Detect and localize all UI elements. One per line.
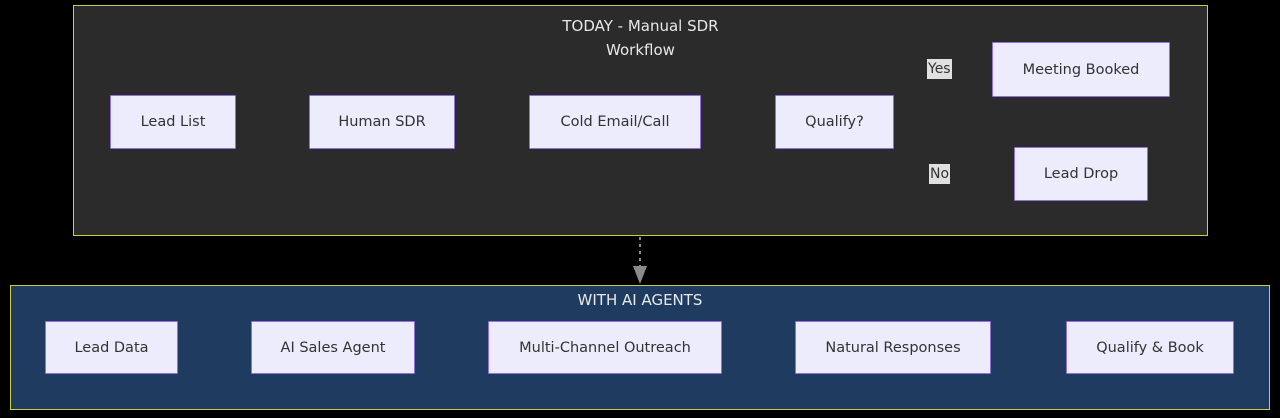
subgraph-ai-agents-title: WITH AI AGENTS — [577, 291, 703, 309]
node-human-sdr-label: Human SDR — [338, 114, 426, 130]
node-lead-list[interactable]: Lead List — [110, 95, 236, 149]
node-multi-channel-outreach[interactable]: Multi-Channel Outreach — [488, 321, 722, 374]
node-natural-responses-label: Natural Responses — [825, 339, 961, 356]
node-cold-email-call[interactable]: Cold Email/Call — [529, 95, 701, 149]
node-human-sdr[interactable]: Human SDR — [309, 95, 455, 149]
node-ai-sales-agent-label: AI Sales Agent — [280, 339, 386, 356]
node-meeting-booked[interactable]: Meeting Booked — [992, 42, 1170, 97]
node-lead-list-label: Lead List — [140, 114, 206, 130]
node-lead-data-label: Lead Data — [74, 339, 149, 356]
node-qualify-and-book-label: Qualify & Book — [1096, 339, 1204, 356]
node-natural-responses[interactable]: Natural Responses — [795, 321, 991, 374]
node-lead-data[interactable]: Lead Data — [45, 321, 178, 374]
node-qualify-and-book[interactable]: Qualify & Book — [1066, 321, 1234, 374]
node-lead-drop[interactable]: Lead Drop — [1014, 147, 1148, 201]
node-qualify[interactable]: Qualify? — [775, 95, 894, 149]
node-qualify-label: Qualify? — [805, 114, 864, 130]
node-cold-email-call-label: Cold Email/Call — [560, 114, 670, 130]
subgraph-today-title: TODAY - Manual SDR Workflow — [562, 17, 719, 59]
edge-label-yes: Yes — [927, 59, 952, 79]
node-meeting-booked-label: Meeting Booked — [1022, 61, 1140, 78]
node-ai-sales-agent[interactable]: AI Sales Agent — [251, 321, 415, 374]
edge-label-no: No — [929, 164, 951, 184]
node-multi-channel-outreach-label: Multi-Channel Outreach — [519, 339, 691, 356]
node-lead-drop-label: Lead Drop — [1043, 166, 1119, 182]
